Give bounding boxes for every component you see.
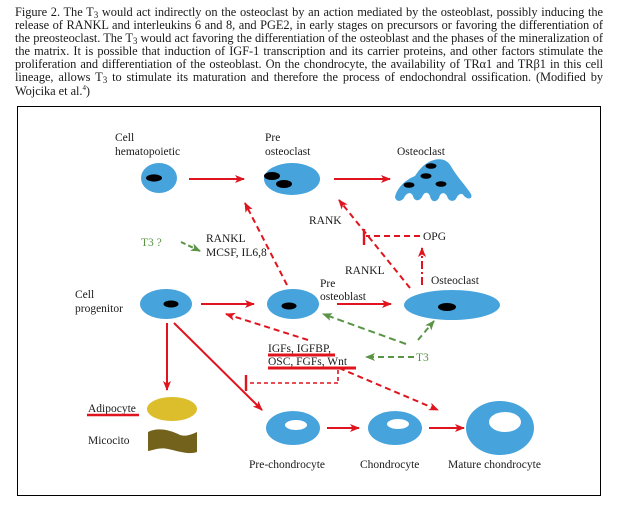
diagram-frame: [17, 106, 601, 496]
chondrocyte-label: Chondrocyte: [360, 459, 419, 471]
progenitor-cell: [140, 289, 192, 319]
mcsf-label: MCSF, IL6,8: [206, 247, 267, 259]
osteoclast-right-label: Osteoclast: [431, 275, 480, 287]
osteoclast-right-cell: [404, 290, 500, 320]
mature-chondrocyte-cell: [466, 401, 534, 455]
progenitor-label-2: progenitor: [75, 303, 123, 315]
nucleus: [435, 181, 447, 187]
osteoclast-cell: [395, 159, 472, 202]
arrow-t3-to-rankl: [180, 241, 201, 252]
arrow-progenitor-to-prechondrocyte: [173, 322, 263, 411]
caption-subscript: 3: [102, 75, 108, 86]
hematopoietic-cell: [141, 163, 177, 193]
mature-chondrocyte-label: Mature chondrocyte: [448, 459, 541, 471]
caption-reference: 4: [82, 83, 86, 92]
caption-subscript: 3: [132, 36, 138, 47]
pre-chondrocyte-cell: [266, 411, 320, 445]
arrow-growth-factors-to-progenitor: [225, 312, 309, 341]
nucleus: [276, 180, 292, 188]
pre-chondrocyte-label: Pre-chondrocyte: [249, 459, 325, 471]
adipocyte-cell: [147, 397, 197, 421]
pre-osteoblast-cell: [267, 289, 319, 319]
nucleus: [163, 300, 179, 308]
nucleus: [403, 182, 415, 188]
arrow-growth-factors-to-mature-chondrocyte: [338, 367, 439, 411]
growth-factors-line-1: IGFs, IGFBP,: [268, 343, 331, 355]
nucleus: [420, 173, 432, 179]
rank-label: RANK: [309, 215, 342, 227]
progenitor-label-1: Cell: [75, 289, 94, 301]
nucleus: [146, 174, 162, 182]
nucleus: [264, 172, 280, 180]
hematopoietic-label-2: hematopoietic: [115, 146, 180, 158]
caption-text-2: would act indirectly on the osteoclast b…: [15, 5, 604, 46]
osteoclast-top-label: Osteoclast: [397, 146, 446, 158]
t3-question-label: T3 ?: [141, 237, 162, 249]
arrow-rankl-to-preosteoclast: [338, 199, 411, 289]
adipocyte-label: Adipocyte: [88, 403, 136, 415]
caption-text-5: ): [85, 83, 90, 98]
caption-text-3: would act favoring the differentiation o…: [15, 31, 603, 85]
hematopoietic-label-1: Cell: [115, 132, 134, 144]
arrow-preosteoblast-to-preosteoclast: [244, 202, 288, 286]
micocito-cell: [148, 429, 197, 454]
pre-osteoclast-label-1: Pre: [265, 132, 280, 144]
pre-osteoclast-cell: [264, 163, 320, 195]
nucleus: [425, 163, 437, 169]
pre-osteoblast-label-1: Pre: [320, 278, 335, 290]
figure-caption: Figure 2. The T3 would act indirectly on…: [15, 5, 604, 98]
pre-osteoblast-label-2: osteoblast: [320, 291, 367, 303]
chondrocyte-cell: [368, 411, 422, 445]
arrow-t3-to-preosteoblast: [322, 313, 407, 345]
arrow-t3-to-osteoclast: [417, 320, 435, 341]
caption-subscript: 3: [93, 10, 99, 20]
caption-text-4: to stimulate its maturation and therefor…: [15, 70, 603, 98]
t3-label: T3: [416, 352, 429, 364]
opg-label: OPG: [423, 231, 446, 243]
rankl-left-label: RANKL: [206, 233, 246, 245]
rankl-right-label: RANKL: [345, 265, 385, 277]
nucleus: [438, 303, 456, 311]
growth-factors-line-2: OSC, FGFs, Wnt: [268, 356, 348, 368]
nucleus: [281, 302, 297, 310]
pre-osteoclast-label-2: osteoclast: [265, 146, 311, 158]
caption-text-1: Figure 2. The T: [15, 5, 94, 19]
micocito-label: Micocito: [88, 435, 130, 447]
